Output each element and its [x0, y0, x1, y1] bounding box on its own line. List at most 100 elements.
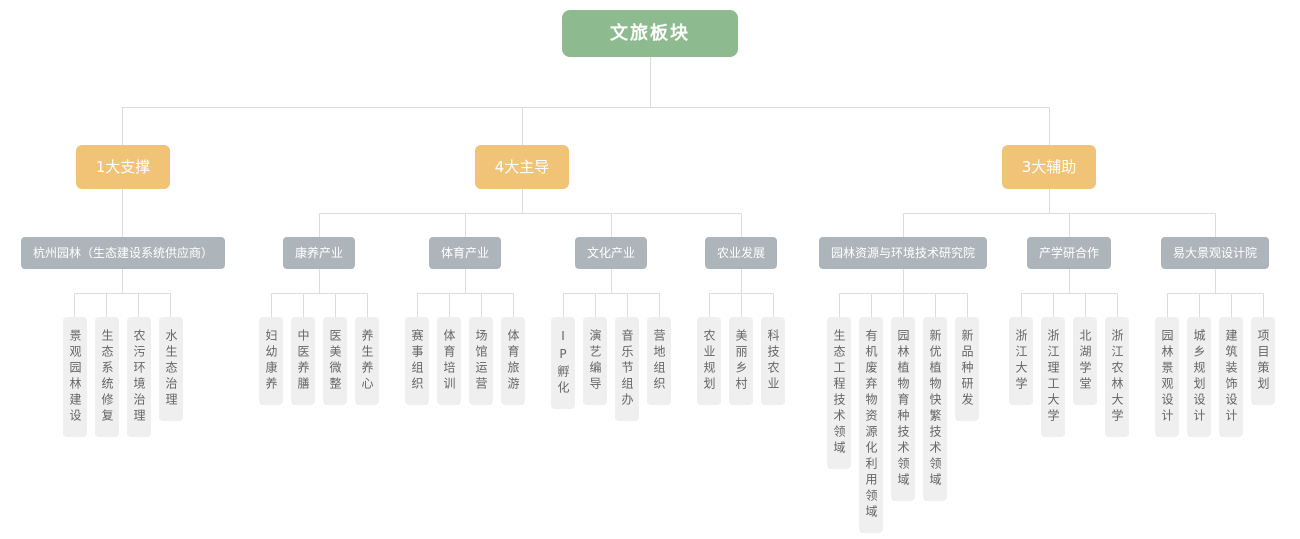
- leaf-branch: 农业规划: [693, 293, 725, 405]
- leaf-branch: 城乡规划设计: [1183, 293, 1216, 437]
- leaf-branch: 水生态治理: [154, 293, 187, 421]
- leaf-node: 妇幼康养: [259, 317, 283, 405]
- connector-line: [1048, 189, 1050, 213]
- leaf-node: 新优植物快繁技术领域: [923, 317, 947, 501]
- section-node: 文化产业: [574, 237, 647, 269]
- leaves-row: 景观园林建设生态系统修复农污环境治理水生态治理: [59, 293, 187, 437]
- leaf-node: 浙江农林大学: [1105, 317, 1130, 437]
- section-node: 产学研合作: [1027, 237, 1112, 269]
- leaf-node: 医美微整: [323, 317, 347, 405]
- section-branch: 杭州园林（生态建设系统供应商） 景观园林建设生态系统修复农污环境治理水生态治理: [12, 213, 234, 437]
- group-branch: 1大支撑杭州园林（生态建设系统供应商） 景观园林建设生态系统修复农污环境治理水生态…: [6, 107, 241, 437]
- leaf-branch: 赛事组织: [401, 293, 433, 405]
- connector-line: [464, 269, 466, 293]
- leaf-node: 赛事组织: [405, 317, 429, 405]
- leaf-branch: 中医养膳: [287, 293, 319, 405]
- connector-line: [122, 189, 124, 213]
- leaf-branch: 养生养心: [351, 293, 383, 405]
- leaf-node: 水生态治理: [158, 317, 183, 421]
- leaf-node: 园林景观设计: [1155, 317, 1180, 437]
- section-node: 园林资源与环境技术研究院: [819, 237, 988, 269]
- leaf-branch: 场馆运营: [465, 293, 497, 405]
- leaf-branch: 有机废弃物资源化利用领域: [855, 293, 887, 533]
- leaf-branch: 营地组织: [643, 293, 675, 405]
- leaf-branch: 生态系统修复: [90, 293, 123, 437]
- leaf-branch: 浙江理工大学: [1037, 293, 1070, 437]
- leaves-row: IP孵化演艺编导音乐节组办营地组织: [547, 293, 675, 421]
- leaf-branch: 演艺编导: [579, 293, 611, 405]
- section-node: 康养产业: [282, 237, 355, 269]
- section-branch: 易大景观设计院园林景观设计城乡规划设计建筑装饰设计项目策划: [1142, 213, 1288, 437]
- leaf-branch: 新品种研发: [951, 293, 983, 421]
- leaf-branch: 农污环境治理: [122, 293, 155, 437]
- leaf-node: 体育培训: [437, 317, 461, 405]
- connector-line: [902, 269, 904, 293]
- sections-row: 杭州园林（生态建设系统供应商） 景观园林建设生态系统修复农污环境治理水生态治理: [12, 213, 234, 437]
- leaf-branch: 科技农业: [757, 293, 789, 405]
- leaf-branch: 体育培训: [433, 293, 465, 405]
- leaf-branch: 园林植物育种技术领域: [887, 293, 919, 501]
- leaf-branch: 新优植物快繁技术领域: [919, 293, 951, 501]
- leaves-row: 妇幼康养中医养膳医美微整养生养心: [255, 293, 383, 405]
- leaf-node: 北湖学堂: [1073, 317, 1098, 405]
- root-node: 文旅板块: [562, 10, 738, 57]
- section-node: 农业发展: [704, 237, 777, 269]
- leaves-row: 浙江大学浙江理工大学北湖学堂浙江农林大学: [1005, 293, 1133, 437]
- group-node: 3大辅助: [1001, 145, 1097, 189]
- leaf-node: 美丽乡村: [729, 317, 753, 405]
- leaf-node: 建筑装饰设计: [1219, 317, 1244, 437]
- sections-row: 园林资源与环境技术研究院生态工程技术领域有机废弃物资源化利用领域园林植物育种技术…: [810, 213, 1288, 533]
- leaf-branch: 音乐节组办: [611, 293, 643, 421]
- group-node: 1大支撑: [75, 145, 171, 189]
- leaf-branch: 浙江大学: [1005, 293, 1038, 405]
- leaf-node: IP孵化: [551, 317, 575, 409]
- leaf-node: 项目策划: [1251, 317, 1276, 405]
- leaf-branch: 医美微整: [319, 293, 351, 405]
- leaf-branch: 生态工程技术领域: [823, 293, 855, 469]
- leaf-node: 园林植物育种技术领域: [891, 317, 915, 501]
- leaf-branch: 妇幼康养: [255, 293, 287, 405]
- section-branch: 产学研合作浙江大学浙江理工大学北湖学堂浙江农林大学: [996, 213, 1143, 437]
- group-branch: 4大主导康养产业妇幼康养中医养膳医美微整养生养心体育产业赛事组织体育培训场馆运营…: [240, 107, 804, 421]
- leaf-node: 浙江理工大学: [1041, 317, 1066, 437]
- leaf-node: 场馆运营: [469, 317, 493, 405]
- leaf-branch: 景观园林建设: [59, 293, 91, 437]
- section-branch: 康养产业妇幼康养中医养膳医美微整养生养心: [246, 213, 392, 405]
- group-node: 4大主导: [474, 145, 570, 189]
- leaf-branch: 建筑装饰设计: [1215, 293, 1248, 437]
- leaf-node: 浙江大学: [1009, 317, 1034, 405]
- section-node: 杭州园林（生态建设系统供应商）: [20, 237, 225, 269]
- leaf-branch: 园林景观设计: [1151, 293, 1184, 437]
- leaves-row: 农业规划美丽乡村科技农业: [693, 293, 789, 405]
- leaf-node: 音乐节组办: [615, 317, 639, 421]
- leaves-row: 赛事组织体育培训场馆运营体育旅游: [401, 293, 529, 405]
- leaf-node: 中医养膳: [291, 317, 315, 405]
- leaf-node: 农业规划: [697, 317, 721, 405]
- leaf-node: 营地组织: [647, 317, 671, 405]
- leaf-branch: 体育旅游: [497, 293, 529, 405]
- leaf-node: 景观园林建设: [62, 317, 87, 437]
- section-node: 体育产业: [428, 237, 501, 269]
- leaf-node: 演艺编导: [583, 317, 607, 405]
- leaf-branch: IP孵化: [547, 293, 579, 409]
- connector-line: [521, 189, 523, 213]
- leaf-node: 城乡规划设计: [1187, 317, 1212, 437]
- section-branch: 体育产业赛事组织体育培训场馆运营体育旅游: [392, 213, 538, 405]
- leaf-branch: 美丽乡村: [725, 293, 757, 405]
- connector-line: [1214, 269, 1216, 293]
- connector-line: [122, 269, 124, 293]
- leaf-node: 农污环境治理: [126, 317, 151, 437]
- sections-row: 康养产业妇幼康养中医养膳医美微整养生养心体育产业赛事组织体育培训场馆运营体育旅游…: [246, 213, 798, 421]
- section-branch: 农业发展农业规划美丽乡村科技农业: [684, 213, 798, 405]
- groups-row: 1大支撑杭州园林（生态建设系统供应商） 景观园林建设生态系统修复农污环境治理水生态…: [6, 107, 1294, 533]
- section-branch: 文化产业 IP孵化演艺编导音乐节组办营地组织: [538, 213, 684, 421]
- section-branch: 园林资源与环境技术研究院生态工程技术领域有机废弃物资源化利用领域园林植物育种技术…: [810, 213, 997, 533]
- leaf-node: 养生养心: [355, 317, 379, 405]
- connector-line: [318, 269, 320, 293]
- connector-line: [740, 269, 742, 293]
- leaf-node: 生态系统修复: [94, 317, 119, 437]
- section-node: 易大景观设计院: [1161, 237, 1270, 269]
- leaf-node: 新品种研发: [955, 317, 979, 421]
